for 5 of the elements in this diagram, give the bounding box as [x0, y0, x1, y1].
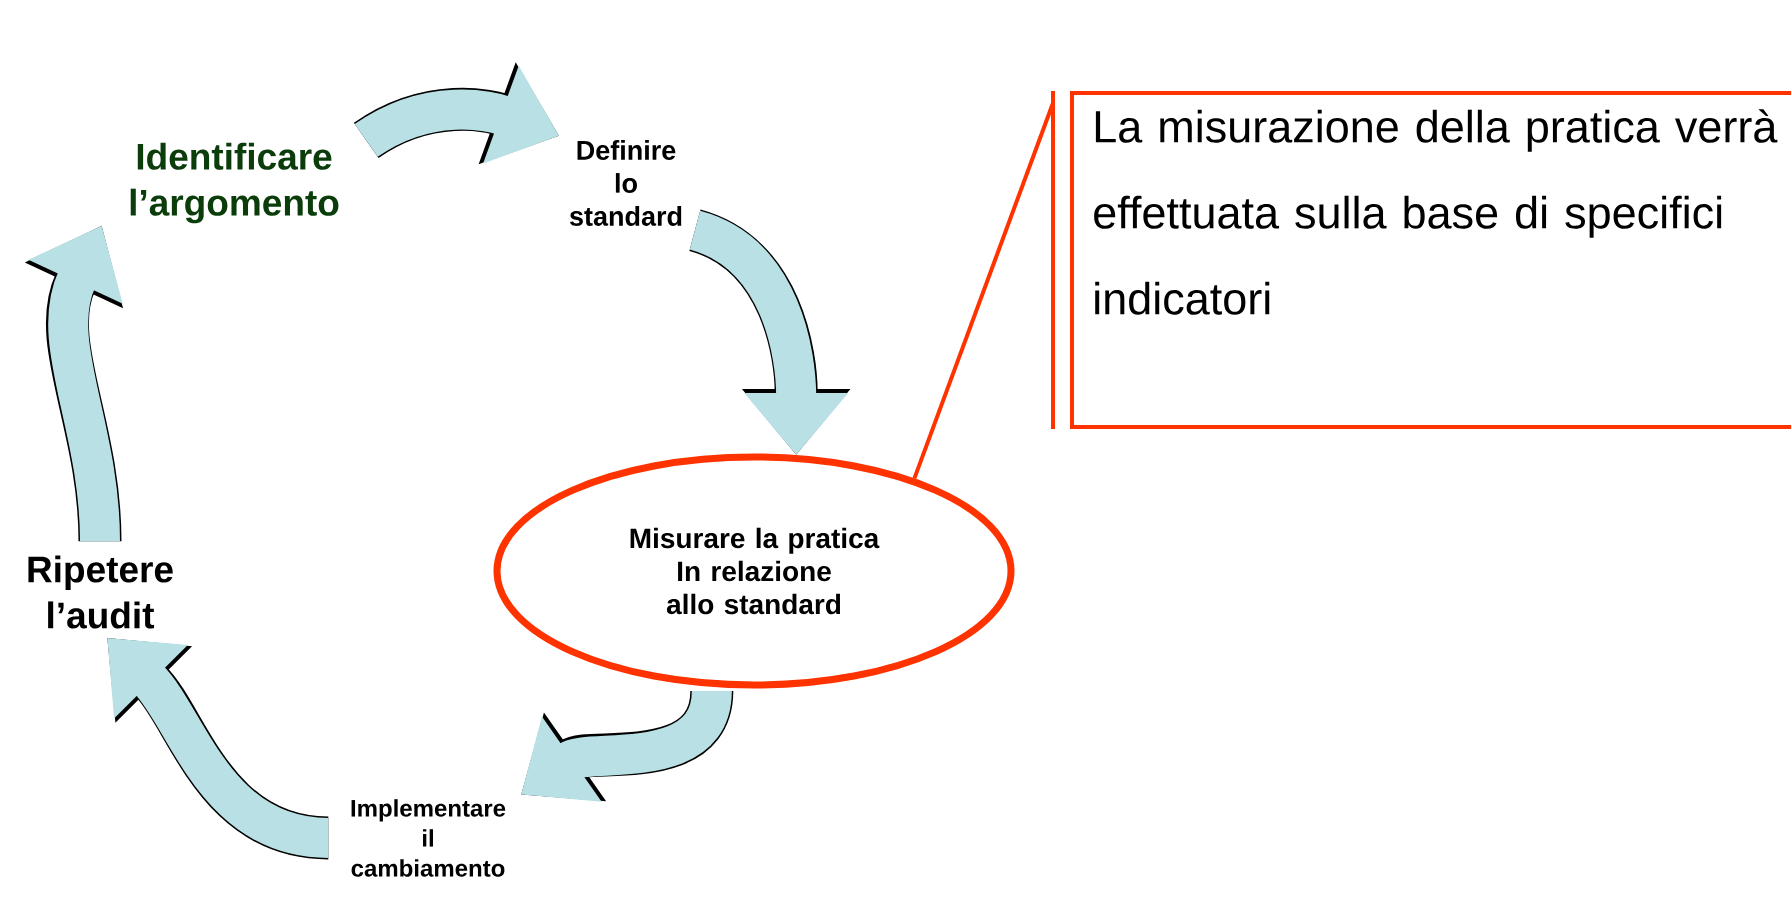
step-label: Implementare il cambiamento	[351, 799, 506, 877]
step-label: Definire lo standard	[569, 140, 682, 226]
step-label: Identificare l’argomento	[130, 142, 339, 224]
callout-box: La misurazione della pratica verrà effettuata sulla base di specifici indicatori	[1051, 91, 1791, 429]
step-label: Ripetere l’audit	[28, 555, 173, 629]
